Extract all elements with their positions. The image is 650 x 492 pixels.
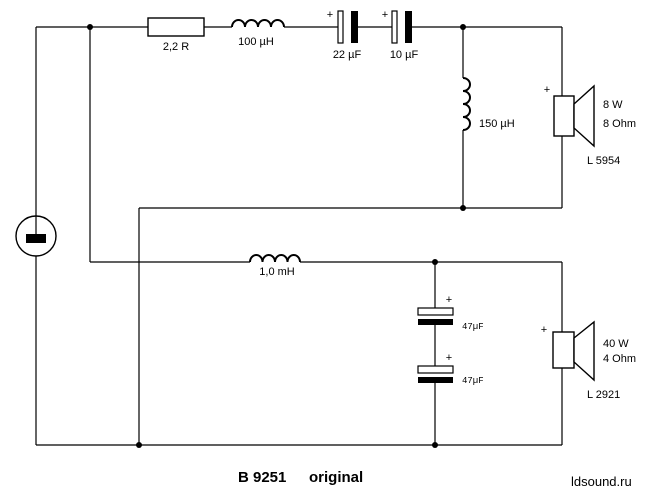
tweeter-power: 8 W (603, 99, 623, 111)
inductor-150uh-label: 150 µH (479, 118, 515, 130)
signal-source (15, 215, 57, 257)
diagram-subtitle: original (309, 469, 363, 486)
inductor-100uh-label: 100 µH (238, 36, 274, 48)
inductor-150uh: 150 µH (462, 77, 515, 131)
capacitor-47uf-bottom-label: 47µF (462, 376, 484, 386)
woofer-impedance: 4 Ohm (603, 353, 636, 365)
capacitor-10uf-label: 10 µF (390, 49, 419, 61)
woofer-power: 40 W (603, 338, 629, 350)
woofer-speaker: + 40 W 4 Ohm L 2921 (541, 320, 636, 401)
capacitor-47uf-top-plus: + (446, 294, 452, 306)
inductor-100uh: 100 µH (231, 19, 285, 48)
capacitor-22uf-label: 22 µF (333, 49, 362, 61)
capacitor-22uf-plus: + (327, 9, 333, 21)
capacitor-47uf-top-label: 47µF (462, 322, 484, 332)
capacitor-10uf: + 10 µF (382, 9, 419, 61)
inductor-1mh: 1,0 mH (249, 254, 301, 278)
woofer-plus: + (541, 324, 547, 336)
resistor-label: 2,2 R (163, 41, 189, 53)
tweeter-impedance: 8 Ohm (603, 118, 636, 130)
diagram-title: B 9251 (238, 469, 286, 486)
wires (35, 26, 563, 446)
resistor-2-2r: 2,2 R (147, 17, 205, 53)
capacitor-47uf-bottom: + 47µF (417, 352, 484, 386)
inductor-1mh-label: 1,0 mH (259, 266, 295, 278)
junction-dots (87, 24, 466, 448)
capacitor-10uf-plus: + (382, 9, 388, 21)
woofer-model: L 2921 (587, 389, 620, 401)
tweeter-speaker: + 8 W 8 Ohm L 5954 (544, 84, 636, 167)
tweeter-plus: + (544, 84, 550, 96)
capacitor-22uf: + 22 µF (327, 9, 362, 61)
credit-text: ldsound.ru (571, 474, 632, 489)
capacitor-47uf-top: + 47µF (417, 294, 484, 332)
tweeter-model: L 5954 (587, 155, 620, 167)
capacitor-47uf-bottom-plus: + (446, 352, 452, 364)
